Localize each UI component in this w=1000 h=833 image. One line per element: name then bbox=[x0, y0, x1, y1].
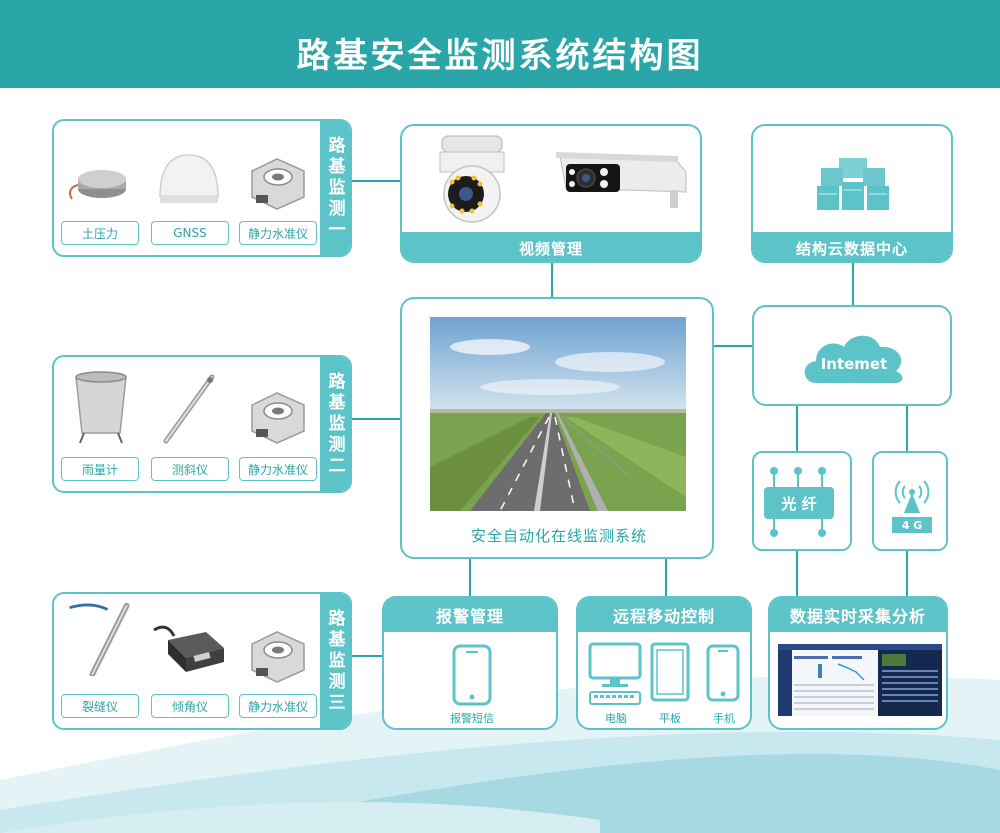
remote-item-label: 平板 bbox=[659, 712, 681, 725]
monitoring-system-panel: 安全自动化在线监测系统 bbox=[400, 297, 714, 559]
video-management-panel: 视频管理 bbox=[400, 124, 702, 263]
panel-title: 数据实时采集分析 bbox=[770, 598, 946, 632]
mobile-phone-icon bbox=[706, 644, 740, 702]
connector-4g-data bbox=[906, 550, 908, 596]
connector-center-internet bbox=[713, 345, 753, 347]
group-title: 路基监测三 bbox=[320, 594, 350, 728]
dashboard-screenshot bbox=[778, 644, 942, 716]
device-label: 裂缝仪 bbox=[61, 694, 139, 718]
antenna-signal-icon bbox=[894, 480, 930, 513]
connector-center-alarm bbox=[469, 558, 471, 596]
device-label: 倾角仪 bbox=[151, 694, 229, 718]
bullet-camera-icon bbox=[556, 152, 687, 208]
fiber-panel: 光 纤 bbox=[752, 451, 852, 551]
earth-pressure-sensor-icon bbox=[69, 170, 126, 200]
tablet-icon bbox=[650, 642, 690, 702]
page-title: 路基安全监测系统结构图 bbox=[296, 36, 704, 76]
alarm-item-label: 报警短信 bbox=[450, 712, 494, 725]
internet-panel: Intemet bbox=[752, 305, 952, 406]
computer-icon bbox=[588, 642, 642, 705]
remote-item-label: 电脑 bbox=[605, 712, 627, 725]
monitoring-group-1: 土压力 GNSS 静力水准仪 路基监测一 bbox=[52, 119, 352, 257]
alarm-management-panel: 报警管理 报警短信 bbox=[382, 596, 558, 730]
hydrostatic-level-icon bbox=[251, 392, 305, 444]
device-label: 静力水准仪 bbox=[239, 694, 317, 718]
panel-title: 结构云数据中心 bbox=[753, 232, 951, 261]
connector-group3-alarm bbox=[350, 655, 382, 657]
internet-label: Intemet bbox=[820, 355, 888, 373]
connector-internet-fiber bbox=[796, 405, 798, 452]
monitoring-group-2: 雨量计 测斜仪 静力水准仪 路基监测二 bbox=[52, 355, 352, 493]
device-label: GNSS bbox=[151, 221, 229, 245]
device-label: 土压力 bbox=[61, 221, 139, 245]
panel-title: 视频管理 bbox=[402, 232, 700, 261]
monitoring-group-3: 裂缝仪 倾角仪 静力水准仪 路基监测三 bbox=[52, 592, 352, 730]
panel-title: 远程移动控制 bbox=[578, 598, 750, 632]
highway-photo bbox=[430, 317, 686, 511]
connector-cloud-internet bbox=[852, 262, 854, 305]
group-title: 路基监测二 bbox=[320, 357, 350, 491]
fiber-network-icon bbox=[764, 467, 834, 537]
connector-video-center bbox=[551, 263, 553, 298]
connector-group2-center bbox=[350, 418, 400, 420]
fiber-label: 光 纤 bbox=[781, 495, 817, 513]
device-label: 静力水准仪 bbox=[239, 221, 317, 245]
4g-label: 4 G bbox=[892, 517, 932, 533]
tilt-meter-icon bbox=[153, 625, 224, 672]
gnss-receiver-icon bbox=[159, 154, 219, 203]
connector-fiber-data bbox=[796, 550, 798, 596]
dome-camera-icon bbox=[439, 135, 505, 223]
rain-gauge-icon bbox=[75, 371, 127, 444]
phone-icon bbox=[452, 644, 492, 706]
crack-meter-icon bbox=[69, 602, 130, 676]
4g-panel: 4 G bbox=[872, 451, 948, 551]
group-title: 路基监测一 bbox=[320, 121, 350, 255]
server-cluster-icon bbox=[817, 158, 889, 210]
remote-item-label: 手机 bbox=[713, 712, 735, 725]
device-label: 测斜仪 bbox=[151, 457, 229, 481]
inclinometer-icon bbox=[163, 374, 215, 444]
data-analysis-panel: 数据实时采集分析 bbox=[768, 596, 948, 730]
connector-group1-video bbox=[350, 180, 402, 182]
system-caption: 安全自动化在线监测系统 bbox=[470, 527, 647, 545]
header-banner bbox=[0, 0, 1000, 88]
connector-internet-4g bbox=[906, 405, 908, 452]
hydrostatic-level-icon bbox=[251, 158, 305, 210]
hydrostatic-level-icon bbox=[251, 631, 305, 683]
cloud-data-center-panel: 结构云数据中心 bbox=[751, 124, 953, 263]
cloud-icon bbox=[804, 335, 903, 384]
connector-center-remote bbox=[665, 558, 667, 596]
device-label: 雨量计 bbox=[61, 457, 139, 481]
device-label: 静力水准仪 bbox=[239, 457, 317, 481]
panel-title: 报警管理 bbox=[384, 598, 556, 632]
remote-control-panel: 远程移动控制 电脑 平板 手机 bbox=[576, 596, 752, 730]
